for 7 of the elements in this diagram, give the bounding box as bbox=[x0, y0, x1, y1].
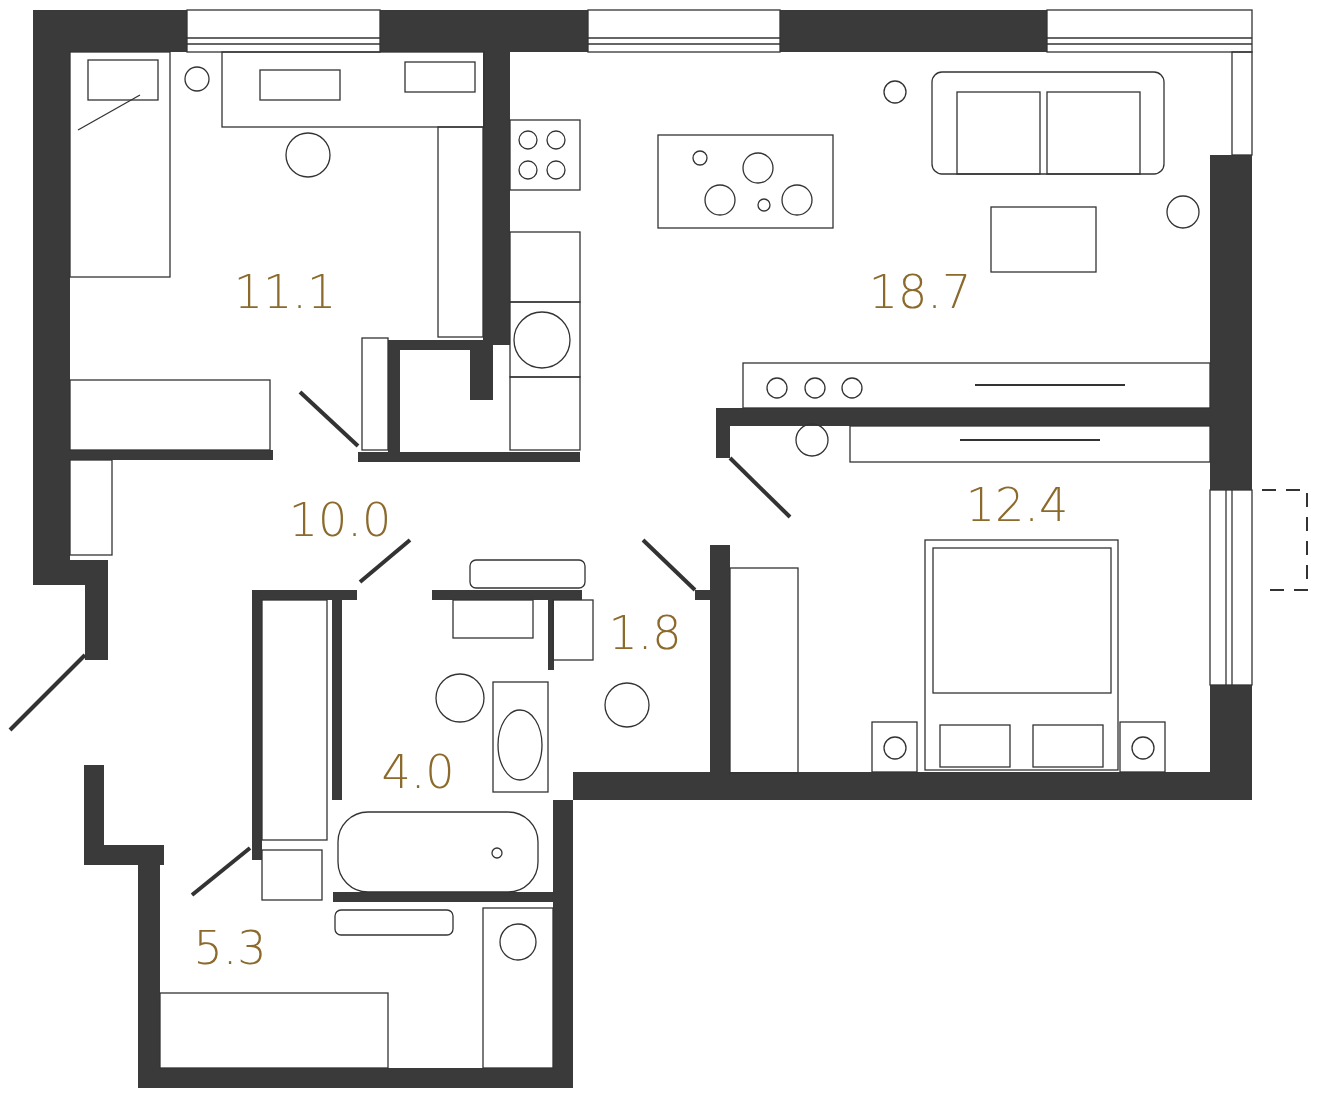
room-area-label: 1.8 bbox=[608, 610, 682, 656]
room-area-label: 10.0 bbox=[288, 497, 392, 543]
room-area-label: 4.0 bbox=[381, 749, 455, 795]
room-area-label: 11.1 bbox=[233, 269, 337, 315]
room-area-label: 18.7 bbox=[868, 269, 972, 315]
room-area-label: 5.3 bbox=[193, 925, 267, 971]
room-area-label: 12.4 bbox=[965, 482, 1069, 528]
